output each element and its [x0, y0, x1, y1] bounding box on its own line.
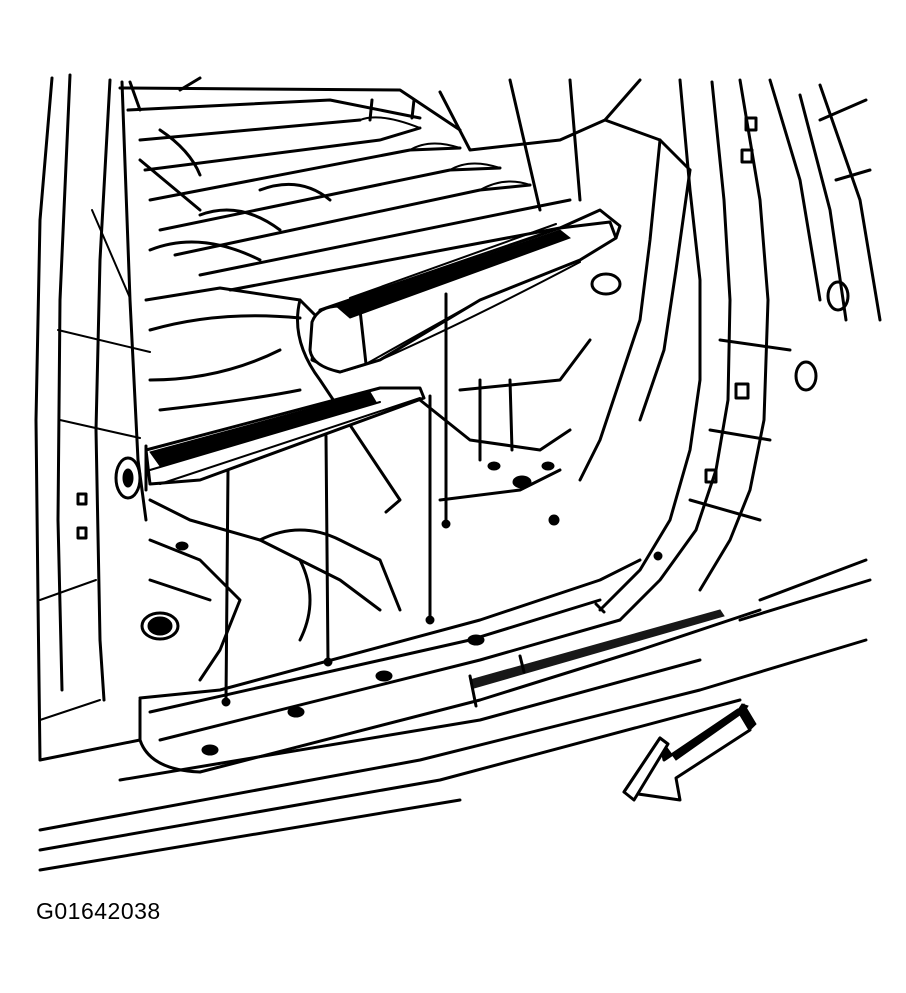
- front-arrow-icon: [622, 703, 757, 802]
- rear-trim-panel: [308, 208, 622, 374]
- front-sill-plate: [144, 386, 426, 492]
- fastener-lines: [221, 292, 451, 707]
- right-pillar: [438, 78, 882, 622]
- fastener-line-2: [324, 434, 330, 664]
- rocker-sill: [38, 558, 868, 872]
- figure-id-label: G01642038: [36, 898, 161, 924]
- left-pillar: [34, 73, 151, 762]
- fastener-line-1: [224, 468, 230, 702]
- floor-center: [140, 286, 592, 682]
- floor-pan: [118, 76, 572, 292]
